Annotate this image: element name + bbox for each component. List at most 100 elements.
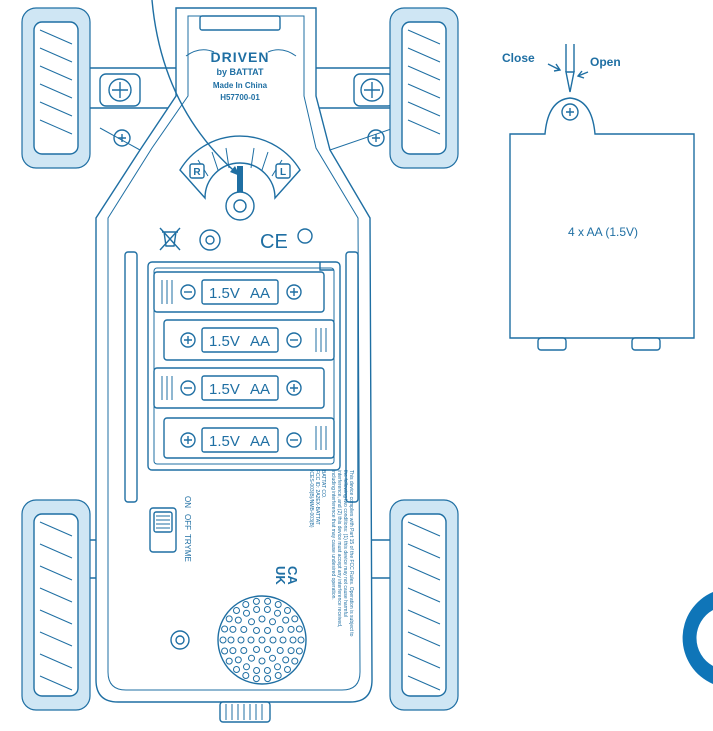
minus-icon — [286, 432, 302, 448]
battery-compartment — [147, 261, 341, 471]
speaker-hole — [225, 657, 233, 665]
weee-bin-icon — [159, 227, 181, 251]
speaker-hole — [221, 647, 229, 655]
speaker-hole — [291, 657, 299, 665]
ce-mark: CE — [260, 231, 288, 253]
fcc-id-2: FCC ID: 2A2EX-BATTAT — [314, 470, 320, 525]
speaker-hole — [264, 597, 272, 605]
speaker-hole — [284, 666, 291, 673]
made-in-label: Made In China — [213, 81, 268, 90]
speaker-hole — [229, 625, 237, 633]
steer-right-label: L — [280, 167, 286, 178]
minus-icon — [180, 380, 196, 396]
screwdriver-icon — [565, 44, 575, 93]
svg-text:CA: CA — [285, 566, 300, 585]
minus-icon — [286, 332, 302, 348]
speaker-grille — [217, 595, 307, 685]
svg-text:UK: UK — [273, 566, 288, 585]
speaker-hole — [248, 654, 255, 662]
speaker-hole — [242, 672, 250, 679]
speaker-hole — [233, 607, 240, 614]
brand-block: DRIVEN by BATTAT Made In China H57700-01 — [185, 49, 297, 102]
plus-icon — [286, 284, 302, 300]
cover-screw-icon — [561, 103, 579, 121]
speaker-hole — [252, 675, 260, 683]
cell-voltage: 1.5V — [209, 433, 240, 450]
speaker-hole — [258, 636, 266, 644]
fcc-id-1: BATTAT CO. — [320, 470, 326, 498]
cell-voltage: 1.5V — [209, 333, 240, 350]
speaker-hole — [264, 675, 272, 683]
cell-size: AA — [250, 285, 270, 302]
speaker-hole — [234, 656, 242, 664]
speaker-hole — [287, 647, 295, 655]
fcc-line-4: including interference that may cause un… — [330, 470, 336, 600]
plus-icon — [286, 380, 302, 396]
battery-cell-3: 1.5V AA — [153, 367, 325, 409]
speaker-hole — [240, 647, 248, 654]
switch-knob — [153, 511, 173, 533]
speaker-hole — [258, 657, 266, 665]
speaker-hole — [274, 672, 282, 679]
brand-by: by BATTAT — [217, 67, 264, 77]
speaker-hole — [276, 626, 284, 633]
speaker-hole — [295, 647, 303, 655]
speaker-hole — [263, 667, 271, 674]
speaker-hole — [242, 601, 250, 608]
steering-dial[interactable]: R L — [179, 135, 301, 221]
speaker-hole — [295, 625, 303, 633]
minus-icon — [180, 284, 196, 300]
speaker-hole — [274, 609, 281, 617]
battery-cell-4: 1.5V AA — [163, 417, 335, 459]
corner-arc — [682, 592, 713, 684]
steer-left-box — [189, 163, 205, 179]
speaker-hole — [264, 627, 271, 634]
cell-size: AA — [250, 381, 270, 398]
power-switch[interactable] — [149, 507, 177, 553]
open-arrow-icon — [576, 70, 589, 79]
speaker-hole — [219, 636, 227, 644]
cell-voltage: 1.5V — [209, 381, 240, 398]
cell-size: AA — [250, 433, 270, 450]
switch-labels: ON OFF TRYME — [183, 496, 192, 562]
steering-pointer — [237, 166, 243, 200]
close-label: Close — [502, 51, 535, 65]
wheel-front-left — [21, 7, 91, 169]
switch-on-label: ON — [183, 496, 192, 508]
speaker-hole — [253, 667, 261, 674]
speaker-hole — [234, 616, 242, 624]
speaker-hole — [221, 625, 229, 633]
steer-right-box — [275, 163, 291, 179]
speaker-hole — [243, 609, 250, 617]
fcc-line-2: the following two conditions: (1) this d… — [342, 470, 348, 617]
fcc-id-3: ICES-003(B)/NMB-003(B) — [308, 470, 314, 528]
speaker-hole — [243, 663, 250, 671]
speaker-hole — [233, 666, 240, 673]
speaker-hole — [269, 618, 276, 626]
speaker-hole — [227, 636, 235, 644]
close-arrow-icon — [547, 63, 562, 72]
wheel-front-right — [389, 7, 459, 169]
speaker-hole — [279, 636, 287, 644]
speaker-hole — [258, 615, 266, 623]
plus-icon — [180, 432, 196, 448]
model-number: H57700-01 — [220, 93, 260, 102]
speaker-hole — [253, 646, 260, 653]
speaker-hole — [282, 656, 290, 664]
speaker-hole — [237, 636, 245, 644]
open-label: Open — [590, 55, 621, 69]
speaker-hole — [297, 636, 305, 644]
speaker-hole — [253, 606, 261, 613]
speaker-hole — [247, 636, 255, 644]
battery-cell-2: 1.5V AA — [163, 319, 335, 361]
speaker-hole — [289, 636, 297, 644]
speaker-hole — [274, 663, 281, 671]
brand-name: DRIVEN — [211, 49, 270, 65]
speaker-hole — [253, 627, 260, 634]
wheel-rear-left — [21, 499, 91, 711]
screw-icon — [199, 229, 221, 251]
ukca-mark: UK CA — [273, 566, 300, 585]
speaker-hole — [225, 615, 233, 623]
speaker-hole — [287, 625, 295, 633]
speaker-hole — [263, 606, 271, 613]
